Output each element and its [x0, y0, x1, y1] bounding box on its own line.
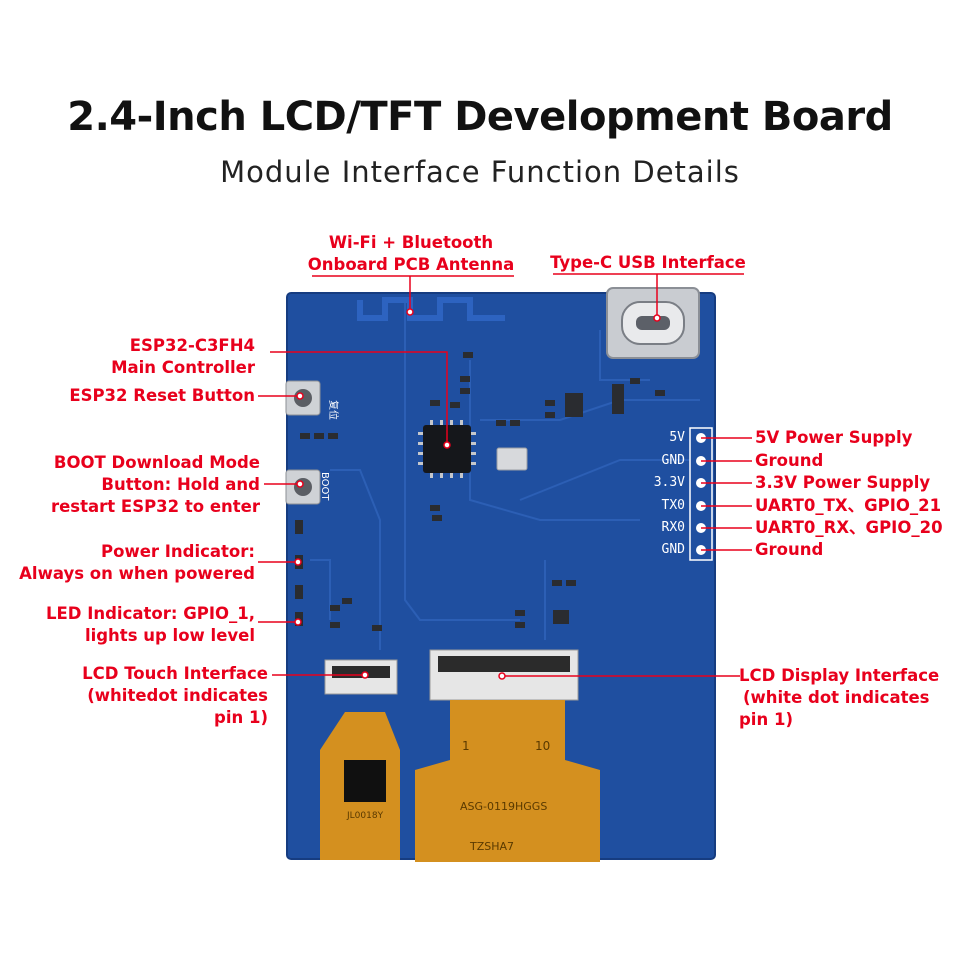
label-power-led: Power Indicator:Always on when powered	[19, 542, 255, 583]
display-connector	[429, 649, 579, 701]
touch-connector	[324, 659, 398, 695]
label-pin-3v3: 3.3V Power Supply	[755, 473, 931, 492]
pin-label-gnd-2: GND	[661, 542, 685, 557]
page-title: 2.4-Inch LCD/TFT Development Board	[67, 94, 893, 140]
silk-ffc-b: ASG-0119HGGS	[460, 800, 547, 813]
label-reset: ESP32 Reset Button	[69, 386, 255, 405]
label-gpio-led: LED Indicator: GPIO_1,lights up low leve…	[46, 604, 255, 645]
label-pin-gnd-2: Ground	[755, 540, 824, 559]
silk-reset: 复位	[327, 400, 340, 420]
pin-label-rx0: RX0	[661, 520, 685, 535]
pin-label-5v: 5V	[669, 430, 685, 445]
pcb-antenna	[357, 297, 505, 321]
label-pin-5v: 5V Power Supply	[755, 428, 913, 447]
leader-dots	[294, 308, 661, 680]
pin-label-gnd-1: GND	[661, 453, 685, 468]
silk-ffc-c: TZSHA7	[469, 840, 514, 853]
label-pin-gnd-1: Ground	[755, 451, 824, 470]
pin-label-3v3: 3.3V	[653, 475, 685, 490]
boot-button-part	[285, 469, 321, 505]
crystal-oscillator	[496, 447, 528, 471]
usb-c-connector	[606, 287, 700, 359]
silk-ffc-a: JL0018Y	[346, 811, 384, 821]
silk-ffc-1: 1	[462, 739, 470, 753]
label-pin-rx0: UART0_RX、GPIO_20	[755, 518, 943, 537]
silk-boot: BOOT	[319, 472, 330, 501]
pin-label-tx0: TX0	[661, 498, 685, 513]
label-pin-tx0: UART0_TX、GPIO_21	[755, 496, 942, 515]
ffc-cables	[320, 700, 600, 862]
esp32-chip	[418, 420, 476, 478]
pcb-board	[287, 293, 715, 859]
silk-ffc-10: 10	[535, 739, 550, 753]
label-display: LCD Display Interface (white dot indicat…	[739, 666, 940, 729]
page-subtitle: Module Interface Function Details	[220, 155, 740, 189]
label-usb: Type-C USB Interface	[550, 253, 746, 272]
leader-lines	[258, 273, 752, 677]
